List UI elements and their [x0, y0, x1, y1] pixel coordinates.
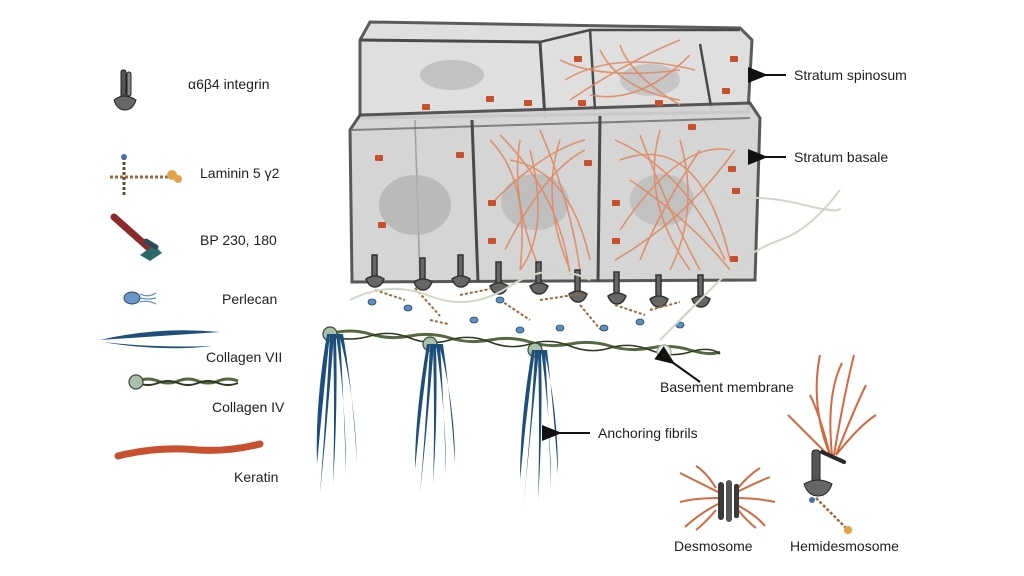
perlecan-icon	[123, 291, 157, 305]
desmosome-illustration	[679, 465, 776, 531]
label-hemidesmosome: Hemidesmosome	[790, 538, 899, 554]
legend-label-collagen-vii: Collagen VII	[206, 349, 282, 365]
legend-label-laminin: Laminin 5 γ2	[200, 165, 280, 181]
label-stratum-spinosum: Stratum spinosum	[794, 67, 907, 83]
bp-icon	[110, 213, 162, 261]
integrin-icon	[113, 69, 137, 111]
label-anchoring-fibrils: Anchoring fibrils	[598, 425, 698, 441]
legend-label-perlecan: Perlecan	[222, 291, 277, 307]
legend-label-bp: BP 230, 180	[200, 232, 277, 248]
nucleus	[620, 64, 680, 96]
nucleus	[630, 174, 694, 226]
annotation-anchoring-fibrils: Anchoring fibrils	[542, 425, 698, 441]
legend-label-keratin: Keratin	[234, 469, 278, 485]
collagen-iv-icon	[128, 374, 239, 390]
cell-desmosomes	[375, 56, 740, 262]
keratin-icon	[114, 440, 264, 460]
basal-hemidesmosomes	[365, 254, 711, 308]
annotation-basement-membrane: Basement membrane	[654, 346, 794, 395]
collagen-vii-icon	[100, 330, 220, 349]
legend-label-integrin: α6β4 integrin	[188, 76, 270, 92]
legend-label-collagen-iv: Collagen IV	[212, 399, 285, 415]
annotation-stratum-spinosum: Stratum spinosum	[748, 67, 907, 83]
anchoring-fibril-bundle	[415, 344, 455, 494]
stratum-basale-layer	[348, 101, 762, 284]
legend: α6β4 integrin Laminin 5 γ2 BP 230, 180 P…	[100, 69, 285, 485]
perlecan-markers	[367, 296, 685, 334]
nucleus	[379, 175, 451, 235]
label-stratum-basale: Stratum basale	[794, 149, 888, 165]
hemidesmosome-illustration	[787, 354, 877, 534]
anchoring-fibril-bundle	[520, 350, 558, 510]
anchoring-fibrils	[316, 334, 558, 510]
annotation-stratum-basale: Stratum basale	[748, 149, 888, 165]
anchoring-fibril-bundle	[316, 334, 357, 494]
nucleus	[420, 60, 484, 90]
keratin-fibers	[489, 39, 736, 276]
laminin-icon	[110, 154, 182, 195]
label-desmosome: Desmosome	[674, 538, 753, 554]
nucleus	[501, 174, 569, 230]
label-basement-membrane: Basement membrane	[660, 379, 794, 395]
